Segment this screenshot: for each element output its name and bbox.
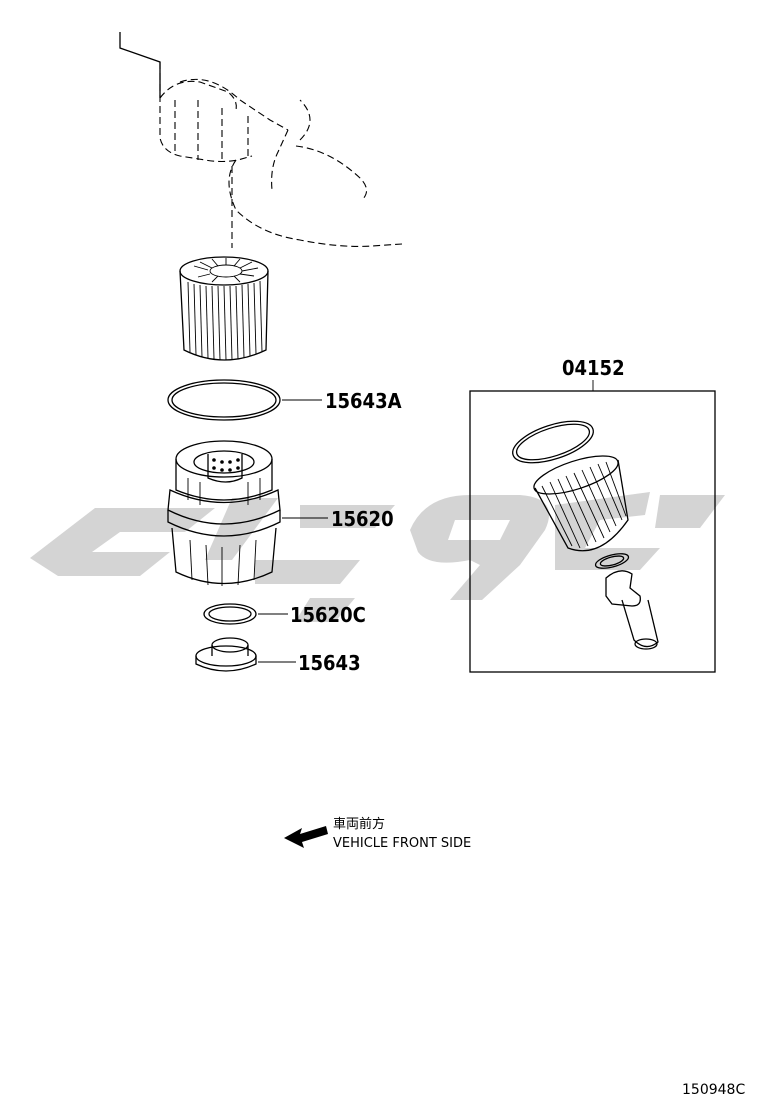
o-ring-15643a xyxy=(167,379,322,421)
part-label-15620c: 15620C xyxy=(290,603,366,627)
filter-cap-15620 xyxy=(167,440,328,586)
gasket-15620c xyxy=(203,603,288,625)
part-label-15620: 15620 xyxy=(331,507,394,531)
figure-code: 150948C xyxy=(682,1082,745,1098)
part-label-04152: 04152 xyxy=(562,356,625,380)
direction-note-jp: 車両前方 xyxy=(333,816,385,832)
engine-block-outline xyxy=(119,32,403,248)
drain-plug-15643 xyxy=(195,637,296,672)
watermark xyxy=(30,492,725,622)
kit-box-04152 xyxy=(469,380,716,673)
direction-note-en: VEHICLE FRONT SIDE xyxy=(333,836,471,851)
part-label-15643a: 15643A xyxy=(325,389,402,413)
filter-element xyxy=(179,256,269,361)
vehicle-front-arrow xyxy=(284,826,328,848)
part-label-15643: 15643 xyxy=(298,651,361,675)
